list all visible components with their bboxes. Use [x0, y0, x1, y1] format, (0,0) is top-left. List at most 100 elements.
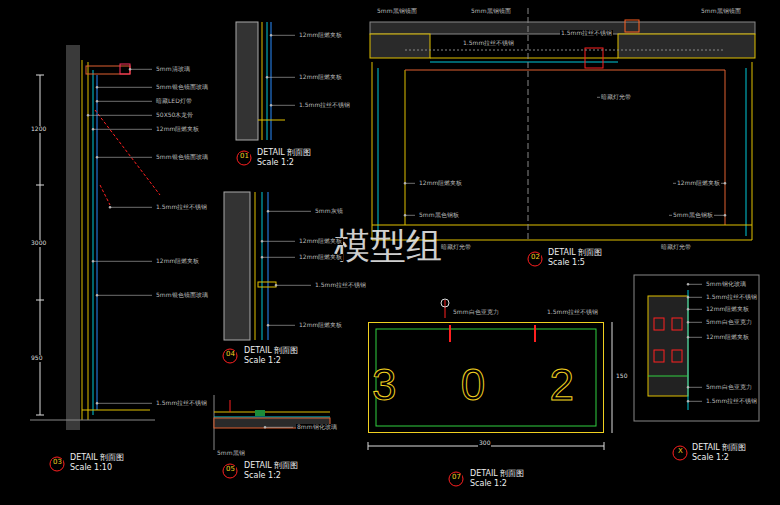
leader-dot — [724, 182, 726, 184]
annotation-text: 1.5mm拉丝不锈钢 — [705, 294, 758, 301]
leader-dot — [96, 156, 98, 158]
annotation-text: 5mm白色亚克力 — [452, 309, 500, 316]
leader-dot — [270, 34, 272, 36]
detail-title: DETAIL 剖面图 — [547, 249, 603, 258]
detail-title: DETAIL 剖面图 — [243, 462, 299, 471]
leader-line — [405, 215, 415, 216]
annotation-text: 12mm阻燃夹板 — [155, 126, 200, 133]
detail-title: 01 — [239, 153, 250, 161]
leader-line — [97, 101, 152, 102]
annotation-text: 12mm阻燃夹板 — [705, 334, 750, 341]
annotation-text: 5mm灰镜 — [314, 208, 344, 215]
annotation-text: 5mm黑钢镜面 — [700, 8, 742, 15]
leader-dot — [261, 256, 263, 258]
leader-dot — [687, 336, 689, 338]
leader-dot — [109, 206, 111, 208]
annotation-text: 12mm阻燃夹板 — [298, 74, 343, 81]
annotation-text: 950 — [30, 355, 43, 362]
detail-title: Scale 1:5 — [547, 259, 586, 268]
detail-title: Scale 1:10 — [69, 464, 113, 473]
annotation-text: 1200 — [30, 126, 47, 133]
leader-dot — [687, 400, 689, 402]
annotation-text: 5mm黑钢镜面 — [470, 8, 512, 15]
leader-dot — [687, 308, 689, 310]
leader-line — [688, 322, 702, 323]
leader-line — [265, 427, 293, 428]
detail-title: Scale 1:2 — [469, 480, 508, 489]
leader-line — [688, 284, 702, 285]
annotation-text: 1.5mm拉丝不锈钢 — [155, 204, 208, 211]
annotation-text: 12mm阻燃夹板 — [298, 254, 343, 261]
leader-line — [688, 297, 702, 298]
leader-dot — [687, 296, 689, 298]
leader-dot — [267, 210, 269, 212]
leader-line — [688, 401, 702, 402]
detail-title: 07 — [451, 474, 462, 482]
leader-line — [271, 105, 295, 106]
annotation-text: 12mm阻燃夹板 — [418, 180, 463, 187]
leader-dot — [687, 386, 689, 388]
leader-line — [688, 337, 702, 338]
leader-dot — [261, 240, 263, 242]
annotation-text: 1.5mm拉丝不锈钢 — [298, 102, 351, 109]
annotation-text: 12mm阻燃夹板 — [298, 32, 343, 39]
annotation-text: 8mm钢化玻璃 — [296, 424, 338, 431]
leader-dot — [264, 426, 266, 428]
annotation-text: 3000 — [30, 240, 47, 247]
annotation-text: 1.5mm拉丝不锈钢 — [314, 282, 367, 289]
annotation-text: 5mm白色亚克力 — [705, 319, 753, 326]
leader-dot — [687, 283, 689, 285]
leader-line — [688, 387, 702, 388]
leader-line — [110, 207, 152, 208]
leader-dot — [270, 104, 272, 106]
leader-dot — [92, 260, 94, 262]
watermark: 模型组 — [333, 226, 443, 266]
leader-line — [268, 325, 295, 326]
leader-dot — [96, 402, 98, 404]
leader-dot — [724, 214, 726, 216]
annotation-text: 300 — [478, 440, 491, 447]
leader-line — [130, 69, 152, 70]
leader-dot — [275, 284, 277, 286]
leader-line — [268, 211, 311, 212]
annotation-text: 50X50木龙骨 — [155, 112, 194, 119]
leader-dot — [96, 100, 98, 102]
annotation-text: 5mm黑色钢板 — [672, 212, 714, 219]
annotation-text: 1.5mm拉丝不锈钢 — [462, 40, 515, 47]
annotation-text: 5mm银色镜面玻璃 — [155, 84, 209, 91]
annotation-text: 12mm阻燃夹板 — [705, 306, 750, 313]
annotation-text: 5mm黑钢 — [216, 450, 246, 457]
annotation-text: 暗藏LED灯带 — [155, 98, 193, 105]
annotation-text: 暗藏灯光带 — [660, 244, 692, 251]
leader-line — [97, 87, 152, 88]
annotation-text: 5mm钢化玻璃 — [705, 281, 747, 288]
leader-line — [262, 241, 295, 242]
leader-line — [271, 35, 295, 36]
detail-title: X — [677, 448, 684, 456]
annotation-text: 5mm黑色钢板 — [418, 212, 460, 219]
leader-dot — [404, 182, 406, 184]
leader-line — [97, 403, 152, 404]
leader-dot — [404, 214, 406, 216]
annotation-text: 12mm阻燃夹板 — [155, 258, 200, 265]
annotation-text: 1.5mm拉丝不锈钢 — [560, 30, 613, 37]
leader-dot — [267, 324, 269, 326]
leader-dot — [266, 76, 268, 78]
annotation-text: 1.5mm拉丝不锈钢 — [155, 400, 208, 407]
annotation-text: 暗藏灯光带 — [600, 94, 632, 101]
detail-title: 04 — [225, 351, 236, 359]
detail-title: Scale 1:2 — [256, 159, 295, 168]
leader-line — [405, 183, 415, 184]
leader-line — [262, 257, 295, 258]
leader-line — [97, 295, 152, 296]
leader-line — [97, 157, 152, 158]
detail-title: 03 — [52, 459, 63, 467]
leader-dot — [87, 114, 89, 116]
leader-dot — [92, 128, 94, 130]
leader-dot — [129, 68, 131, 70]
detail-title: 02 — [530, 254, 541, 262]
annotation-text: 150 — [615, 373, 628, 380]
annotation-text: 12mm阻燃夹板 — [676, 180, 721, 187]
sign-plate: 3 0 2 — [368, 322, 604, 433]
annotation-text: 5mm银色镜面玻璃 — [155, 154, 209, 161]
